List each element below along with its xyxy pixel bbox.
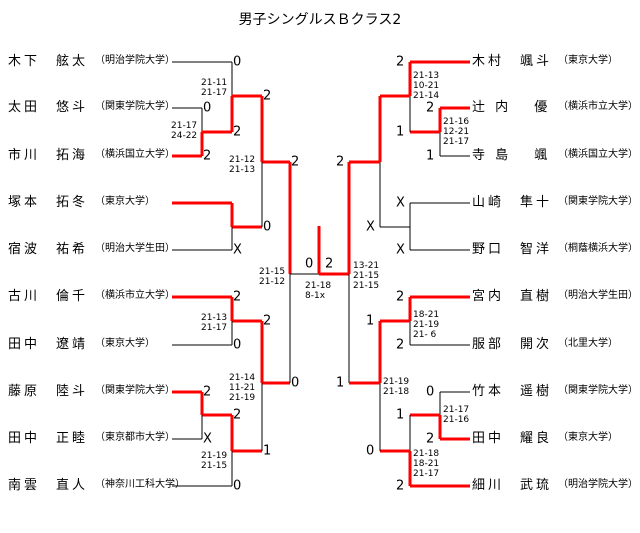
- player-university: （桐蔭横浜大学）: [558, 243, 638, 254]
- set-scores: 21-19 21-18: [383, 377, 410, 397]
- player-name: 寺 島 颯: [472, 148, 551, 163]
- match-score: 0: [305, 256, 314, 272]
- player-name: 藤原 陸斗: [8, 384, 89, 399]
- match-score: 2: [396, 289, 405, 305]
- match-score: 0: [233, 54, 242, 70]
- match-score: 2: [426, 100, 435, 116]
- player-university: （横浜市立大学）: [95, 290, 175, 301]
- match-score: 2: [396, 54, 405, 70]
- match-score: 2: [396, 337, 405, 353]
- match-score: 2: [291, 154, 300, 170]
- set-scores: 18-21 21-19 21- 6: [413, 310, 440, 340]
- set-scores: 21-17 21-16: [443, 405, 470, 425]
- match-score: 1: [263, 443, 272, 459]
- set-scores: 21-19 21-15: [201, 451, 228, 471]
- set-scores: 21-15 21-12: [259, 267, 286, 287]
- player-university: （東京大学）: [558, 432, 618, 443]
- set-scores: 21-16 12-21 21-17: [443, 117, 470, 147]
- player-university: （横浜市立大学）: [558, 101, 638, 112]
- match-score: 1: [396, 407, 405, 423]
- player-university: （明治学院大学）: [95, 55, 175, 66]
- player-name: 木下 舷太: [8, 54, 89, 69]
- player-name: 田中 遼靖: [8, 337, 89, 352]
- set-scores: 21-18 8-1x: [305, 281, 332, 301]
- player-university: （北里大学）: [558, 338, 618, 349]
- match-score: 0: [426, 384, 435, 400]
- player-name: 宮内 直樹: [472, 289, 553, 304]
- match-score: 2: [263, 88, 272, 104]
- match-score: 1: [396, 124, 405, 140]
- set-scores: 21-11 21-17: [201, 78, 228, 98]
- set-scores: 21-13 10-21 21-14: [413, 71, 440, 101]
- player-name: 田中 正睦: [8, 431, 89, 446]
- match-score: 2: [263, 313, 272, 329]
- match-score: 1: [426, 148, 435, 164]
- match-score: X: [366, 219, 375, 235]
- match-score: 0: [233, 478, 242, 494]
- player-name: 南雲 直人: [8, 478, 89, 493]
- player-university: （関東学院大学）: [558, 385, 638, 396]
- player-name: 古川 倫千: [8, 289, 89, 304]
- set-scores: 21-12 21-13: [229, 155, 256, 175]
- match-score: X: [233, 242, 242, 258]
- match-score: 2: [336, 154, 345, 170]
- set-scores: 21-17 24-22: [171, 121, 198, 141]
- match-score: 0: [263, 219, 272, 235]
- player-university: （東京大学）: [95, 338, 155, 349]
- player-name: 野口 智洋: [472, 242, 553, 257]
- match-score: X: [203, 431, 212, 447]
- match-score: 1: [366, 313, 375, 329]
- player-university: （東京大学）: [95, 196, 155, 207]
- player-university: （東京都市大学）: [95, 432, 175, 443]
- match-score: 2: [396, 478, 405, 494]
- set-scores: 21-18 18-21 21-17: [413, 449, 440, 479]
- match-score: 2: [233, 289, 242, 305]
- player-university: （明治大学生田）: [95, 243, 175, 254]
- set-scores: 13-21 21-15 21-15: [353, 261, 380, 291]
- player-name: 辻 内 優: [472, 100, 551, 115]
- player-university: （横浜国立大学）: [95, 149, 175, 160]
- match-score: 0: [366, 443, 375, 459]
- player-university: （神奈川工科大学）: [95, 479, 185, 490]
- match-score: 2: [203, 384, 212, 400]
- player-university: （関東学院大学）: [558, 196, 638, 207]
- player-name: 細川 武琉: [472, 478, 553, 493]
- match-score: 0: [233, 337, 242, 353]
- player-name: 田中 耀良: [472, 431, 553, 446]
- match-score: X: [396, 242, 405, 258]
- set-scores: 21-13 21-17: [201, 313, 228, 333]
- player-university: （関東学院大学）: [95, 101, 175, 112]
- match-score: 0: [291, 375, 300, 391]
- player-university: （東京大学）: [558, 55, 618, 66]
- player-name: 市川 拓海: [8, 148, 89, 163]
- match-score: 2: [426, 431, 435, 447]
- player-name: 太田 悠斗: [8, 100, 89, 115]
- match-score: 2: [233, 407, 242, 423]
- player-university: （明治学院大学）: [558, 479, 638, 490]
- match-score: 0: [203, 100, 212, 116]
- match-score: 2: [233, 124, 242, 140]
- match-score: X: [396, 195, 405, 211]
- player-name: 山崎 隼十: [472, 195, 553, 210]
- page-title: 男子シングルスＢクラス2: [238, 12, 402, 28]
- match-score: 1: [336, 375, 345, 391]
- set-scores: 21-14 11-21 21-19: [229, 373, 256, 403]
- match-score: 2: [203, 148, 212, 164]
- player-name: 服部 開次: [472, 337, 553, 352]
- player-name: 塚本 拓冬: [8, 195, 89, 210]
- player-university: （明治大学生田）: [558, 290, 638, 301]
- player-name: 宿波 祐希: [8, 242, 89, 257]
- player-name: 木村 颯斗: [472, 54, 553, 69]
- player-name: 竹本 遥樹: [472, 384, 553, 399]
- match-score: 2: [325, 256, 334, 272]
- player-university: （横浜国立大学）: [558, 149, 638, 160]
- player-university: （関東学院大学）: [95, 385, 175, 396]
